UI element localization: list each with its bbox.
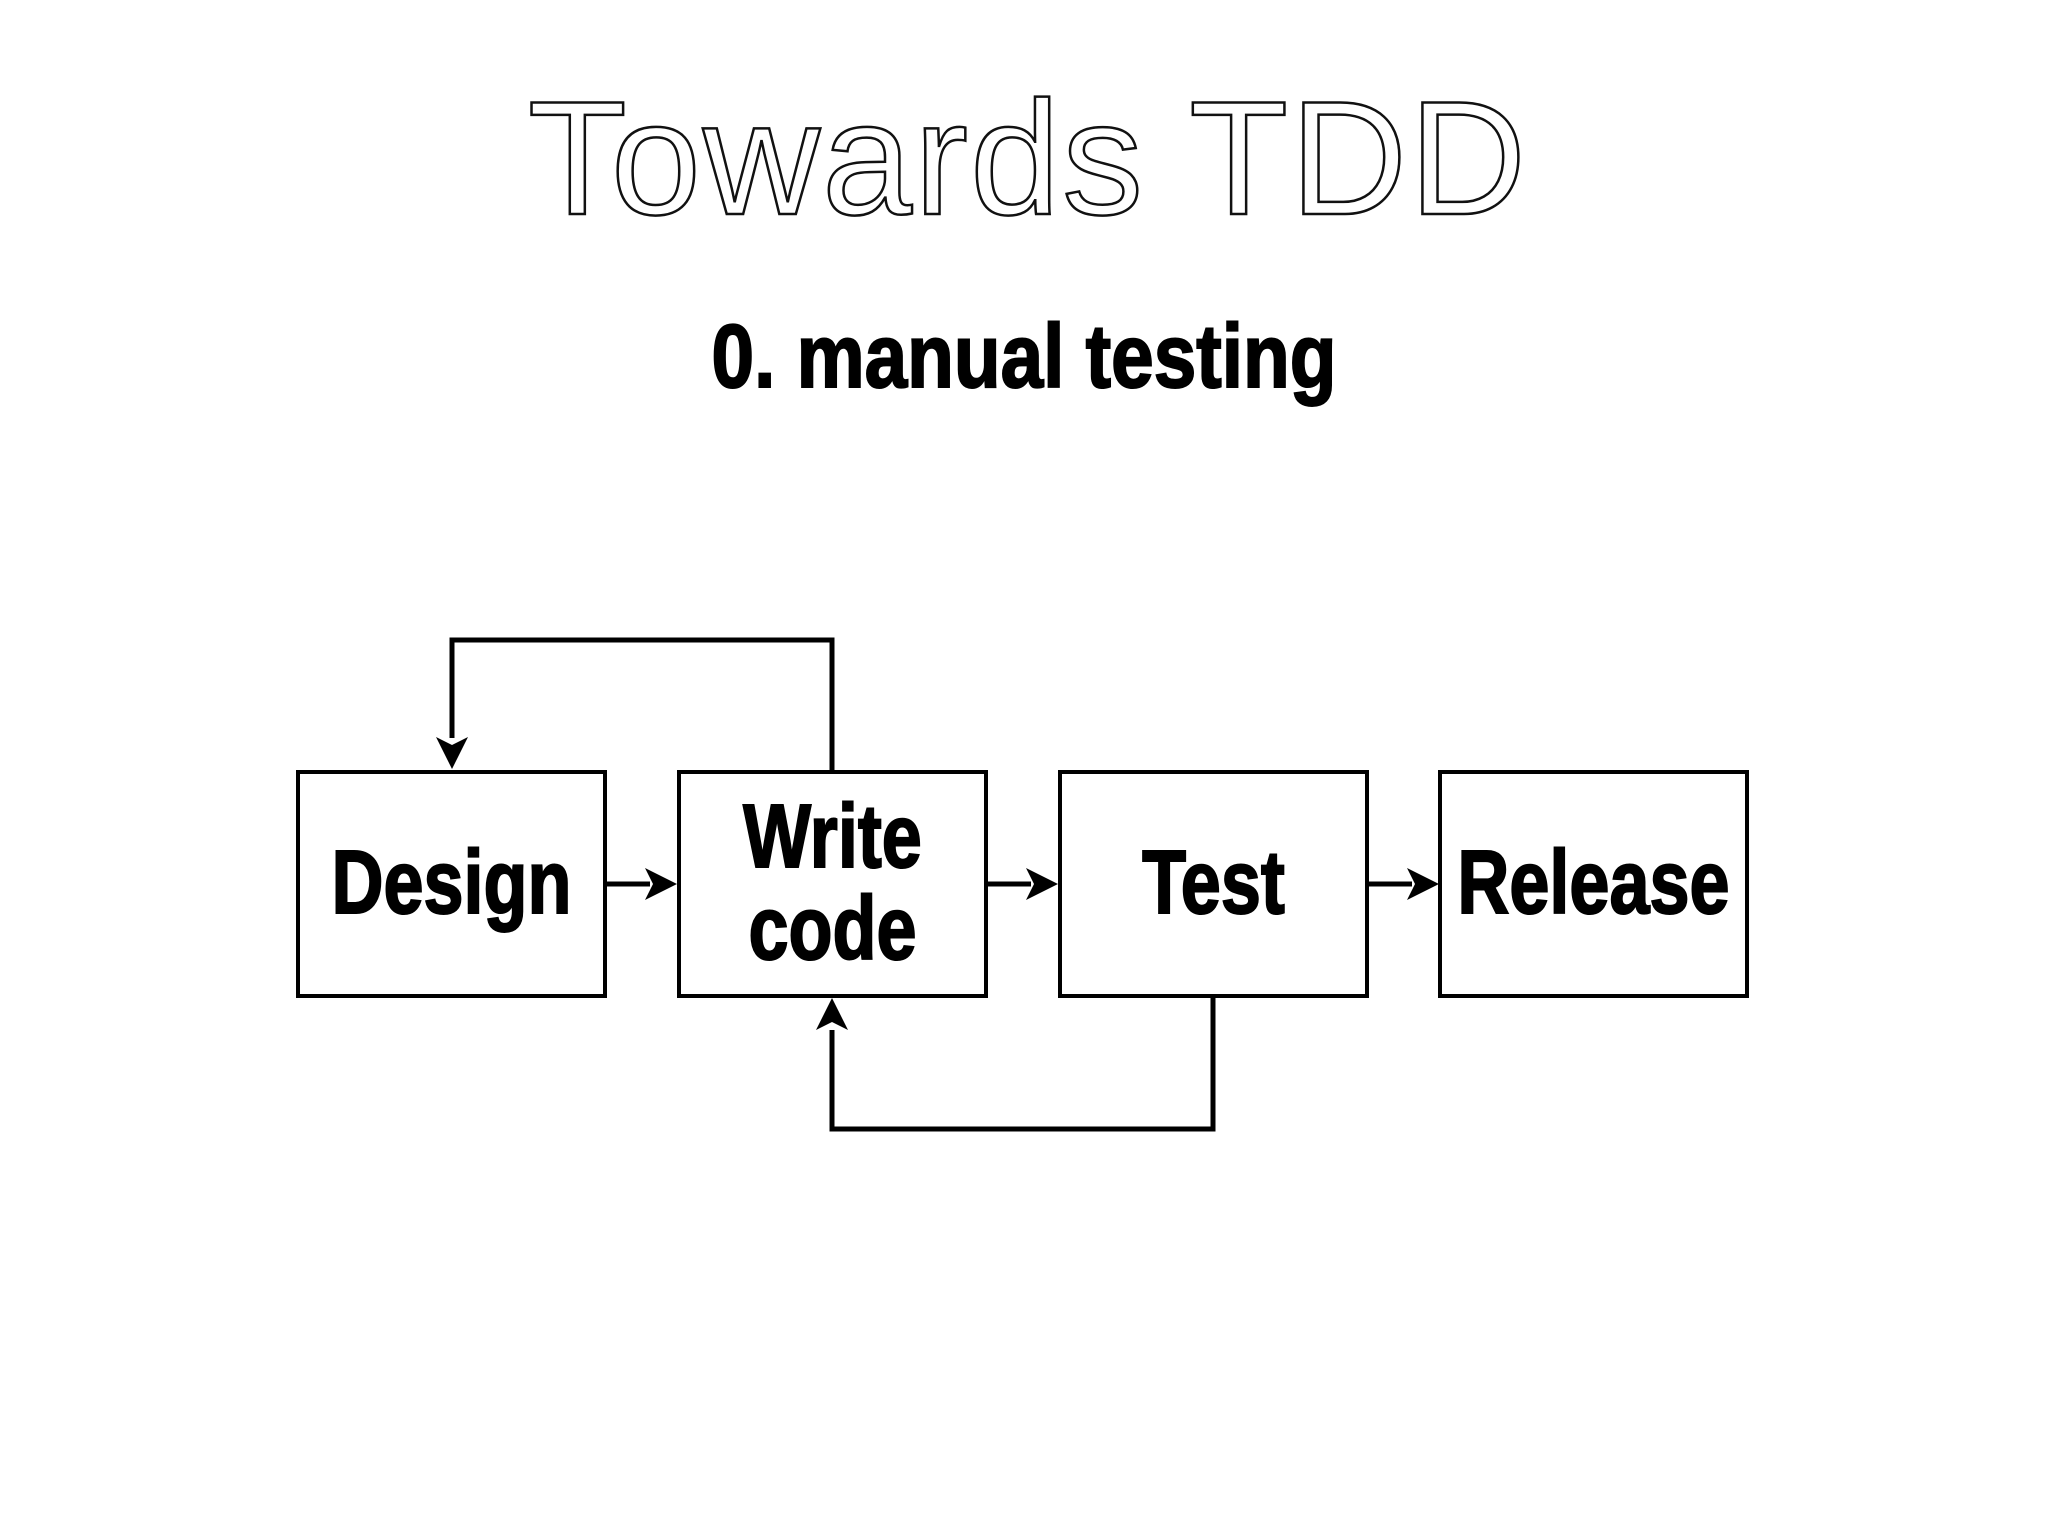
flow-box-design-label: Design (331, 833, 573, 934)
slide-title-graphic: Towards TDD (527, 67, 1528, 251)
arrow-write-code-to-design-loop (436, 637, 835, 770)
arrow-design-to-write-code (605, 868, 677, 900)
flow-box-test: Test (1058, 770, 1369, 998)
arrow-test-to-write-code-loop (816, 996, 1216, 1132)
slide-subtitle: 0. manual testing (711, 307, 1338, 407)
flow-box-write-code: Write code (677, 770, 988, 998)
flow-box-write-code-label: Write code (742, 787, 922, 979)
flow-box-release-label: Release (1457, 833, 1731, 934)
slide-title: Towards TDD (528, 68, 1528, 249)
arrow-write-code-to-test (986, 868, 1058, 900)
arrow-test-to-release (1367, 868, 1439, 900)
flow-box-design: Design (296, 770, 607, 998)
flow-box-test-label: Test (1141, 833, 1285, 934)
flow-box-release: Release (1438, 770, 1749, 998)
